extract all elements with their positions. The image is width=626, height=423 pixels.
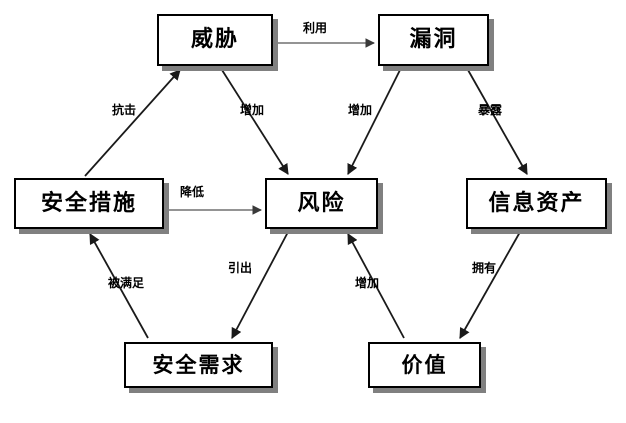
node-threat-label: 威胁 [190, 27, 239, 52]
edge-value-to-risk [347, 233, 405, 339]
edge-risk-to-requirement [231, 231, 289, 339]
node-information-asset-label: 信息资产 [488, 190, 585, 216]
edge-label-increase-value-risk: 增加 [355, 276, 380, 290]
edge-label-own: 拥有 [472, 261, 497, 275]
node-safeguard-label: 安全措施 [40, 190, 137, 216]
edge-asset-to-value [459, 231, 521, 339]
edge-label-satisfied: 被满足 [108, 276, 145, 290]
edge-label-increase-vulnerability-risk: 增加 [348, 103, 373, 117]
node-safeguard[interactable]: 安全措施 [14, 178, 164, 229]
edge-label-reduce: 降低 [180, 185, 205, 199]
edge-label-derive: 引出 [228, 261, 253, 275]
edge-vulnerability-to-risk [347, 69, 401, 175]
edge-label-expose: 暴露 [478, 103, 503, 117]
edge-requirement-to-safeguard [89, 233, 149, 339]
node-security-requirement[interactable]: 安全需求 [124, 342, 273, 388]
node-vulnerability-label: 漏洞 [409, 27, 458, 52]
edge-label-increase-threat-risk: 增加 [240, 103, 265, 117]
node-information-asset[interactable]: 信息资产 [466, 178, 607, 229]
edge-label-exploit: 利用 [303, 21, 328, 35]
node-risk-label: 风险 [297, 190, 346, 216]
node-value-label: 价值 [401, 352, 448, 377]
edge-label-counter: 抗击 [112, 103, 137, 117]
edge-vulnerability-to-asset [467, 69, 528, 175]
node-security-requirement-label: 安全需求 [152, 352, 245, 377]
node-vulnerability[interactable]: 漏洞 [378, 14, 489, 66]
node-risk[interactable]: 风险 [265, 178, 378, 229]
edge-threat-to-risk [221, 69, 289, 175]
node-threat[interactable]: 威胁 [157, 14, 273, 66]
node-value[interactable]: 价值 [368, 342, 481, 388]
edge-safeguard-to-threat [84, 69, 181, 177]
